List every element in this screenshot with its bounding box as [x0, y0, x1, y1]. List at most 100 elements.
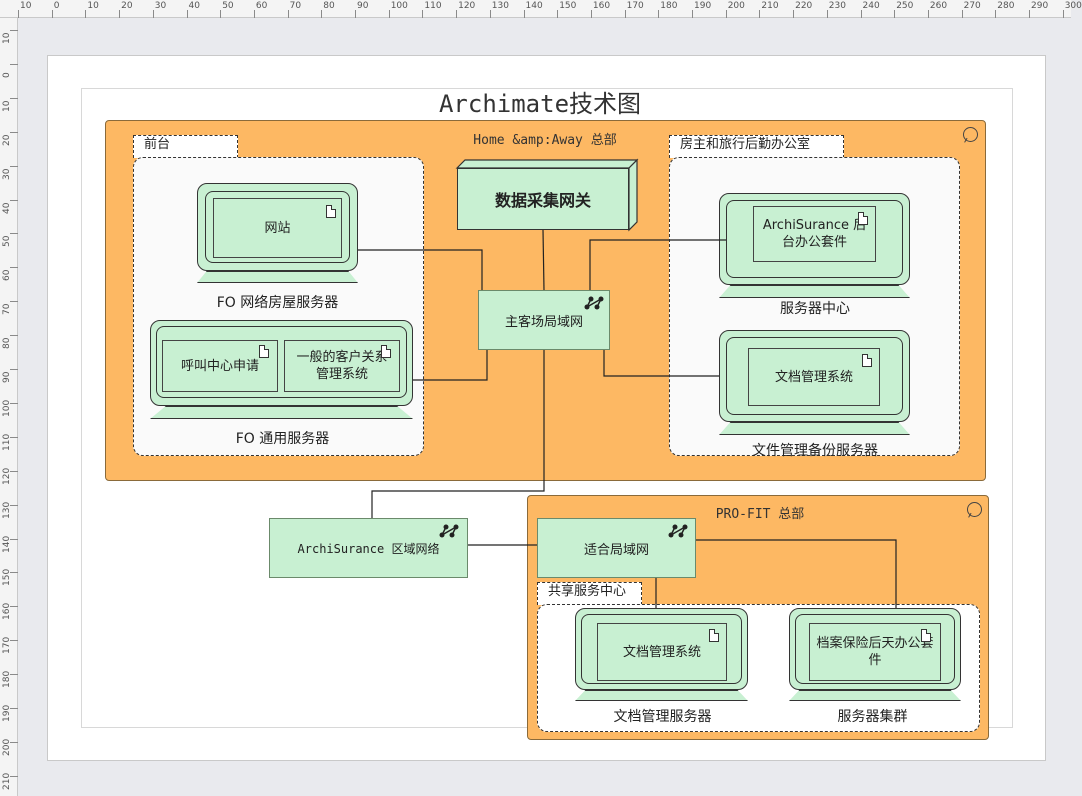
ruler-tick — [995, 10, 997, 18]
ruler-tick — [10, 267, 18, 269]
software-website[interactable]: 网站 — [213, 198, 342, 258]
ruler-label: 90 — [357, 1, 369, 11]
software-doc-mgmt-2[interactable]: 文档管理系统 — [597, 623, 727, 681]
ruler-label: 190 — [2, 704, 12, 722]
ruler-label: 70 — [2, 303, 12, 316]
ruler-tick — [51, 10, 53, 18]
ruler-label: 70 — [289, 1, 302, 11]
software-call-center-label: 呼叫中心申请 — [180, 358, 259, 374]
ruler-tick — [10, 538, 18, 540]
ruler-label: 40 — [188, 1, 200, 11]
group-shared-service-tab: 共享服务中心 — [537, 582, 642, 605]
network-icon — [584, 296, 604, 310]
device-base — [150, 406, 413, 419]
network-region[interactable]: ArchiSurance 区域网络 — [269, 518, 468, 578]
ruler-tick — [18, 10, 19, 18]
ruler-tick — [220, 10, 222, 18]
software-archisurance-backoffice[interactable]: ArchiSurance 后台办公套件 — [753, 206, 876, 262]
ruler-tick — [10, 606, 18, 608]
ruler-label: 140 — [525, 1, 543, 11]
ruler-label: 10 — [2, 100, 12, 112]
ruler-label: 80 — [323, 1, 335, 11]
ruler-tick — [186, 10, 188, 18]
diagram-title: Archimate技术图 — [438, 90, 642, 118]
ruler-tick — [894, 10, 896, 18]
ruler-label: 110 — [2, 433, 12, 451]
node-3d-edge — [455, 158, 639, 232]
ruler-label: 160 — [2, 603, 12, 621]
network-main-lan[interactable]: 主客场局域网 — [478, 290, 610, 350]
ruler-label: 200 — [727, 1, 745, 11]
ruler-tick — [10, 741, 18, 743]
ruler-tick — [10, 63, 18, 65]
ruler-tick — [793, 10, 795, 18]
ruler-label: 0 — [2, 72, 12, 78]
artifact-icon — [862, 354, 872, 367]
ruler-tick — [10, 369, 18, 370]
ruler-tick — [287, 10, 289, 18]
ruler-tick — [10, 165, 18, 167]
ruler-label: 280 — [997, 1, 1015, 11]
ruler-label: 160 — [592, 1, 611, 11]
ruler-tick — [10, 436, 18, 438]
device-server-center-label: 服务器中心 — [780, 301, 850, 317]
device-doc-mgmt-server-label: 文档管理服务器 — [613, 709, 712, 725]
ruler-label: 120 — [2, 467, 12, 485]
ruler-tick — [119, 10, 121, 18]
location-pin-icon — [967, 502, 982, 517]
ruler-label: 140 — [2, 535, 12, 553]
node-data-gateway-label: 数据采集网关 — [494, 191, 591, 210]
ruler-tick — [10, 640, 18, 642]
software-insurance-backoffice[interactable]: 档案保险后天办公套件 — [809, 623, 941, 681]
software-doc-mgmt-2-label: 文档管理系统 — [622, 644, 701, 660]
ruler-label: 180 — [2, 670, 12, 689]
ruler-tick — [10, 335, 18, 337]
ruler-tick — [10, 199, 18, 201]
artifact-icon — [921, 629, 931, 642]
ruler-tick — [590, 10, 592, 18]
ruler-tick — [10, 572, 18, 574]
ruler-tick — [10, 30, 18, 31]
software-call-center[interactable]: 呼叫中心申请 — [162, 340, 278, 392]
ruler-label: 10 — [2, 32, 12, 44]
group-landlord-office-tab: 房主和旅行后勤办公室 — [669, 135, 844, 158]
artifact-icon — [381, 345, 391, 358]
ruler-tick — [456, 10, 458, 18]
network-fit-lan-label: 适合局域网 — [583, 542, 649, 558]
network-icon — [439, 524, 459, 538]
ruler-label: 130 — [2, 501, 12, 519]
device-fo-web-server-label: FO 网络房屋服务器 — [216, 295, 339, 311]
ruler-label: 230 — [828, 1, 846, 11]
ruler-tick — [355, 10, 356, 18]
software-doc-mgmt-1[interactable]: 文档管理系统 — [748, 348, 880, 406]
ruler-tick — [961, 10, 963, 18]
ruler-label: 100 — [2, 399, 12, 417]
ruler-label: 50 — [222, 1, 234, 11]
ruler-tick — [253, 10, 255, 18]
ruler-label: 290 — [1031, 1, 1049, 11]
ruler-label: 240 — [862, 1, 880, 11]
ruler-tick — [85, 10, 87, 18]
group-front-desk-tab: 前台 — [133, 135, 238, 158]
ruler-tick — [10, 301, 18, 303]
location-profit-label: PRO-FIT 总部 — [715, 507, 805, 522]
ruler-tick — [489, 10, 491, 18]
ruler-label: 210 — [2, 772, 12, 790]
ruler-tick — [725, 10, 727, 18]
device-base — [719, 285, 910, 298]
ruler-tick — [10, 233, 18, 235]
node-data-gateway[interactable]: 数据采集网关 — [457, 168, 629, 230]
ruler-label: 220 — [795, 1, 813, 11]
ruler-label: 30 — [154, 1, 167, 11]
network-fit-lan[interactable]: 适合局域网 — [537, 518, 696, 578]
ruler-tick — [1062, 10, 1064, 18]
ruler-tick — [10, 470, 18, 472]
ruler-label: 20 — [2, 134, 12, 146]
ruler-tick — [10, 504, 18, 506]
software-website-label: 网站 — [264, 220, 291, 236]
ruler-tick — [152, 10, 154, 18]
device-base — [719, 422, 910, 435]
device-base — [789, 690, 961, 701]
software-insurance-backoffice-label: 档案保险后天办公套件 — [816, 636, 934, 668]
